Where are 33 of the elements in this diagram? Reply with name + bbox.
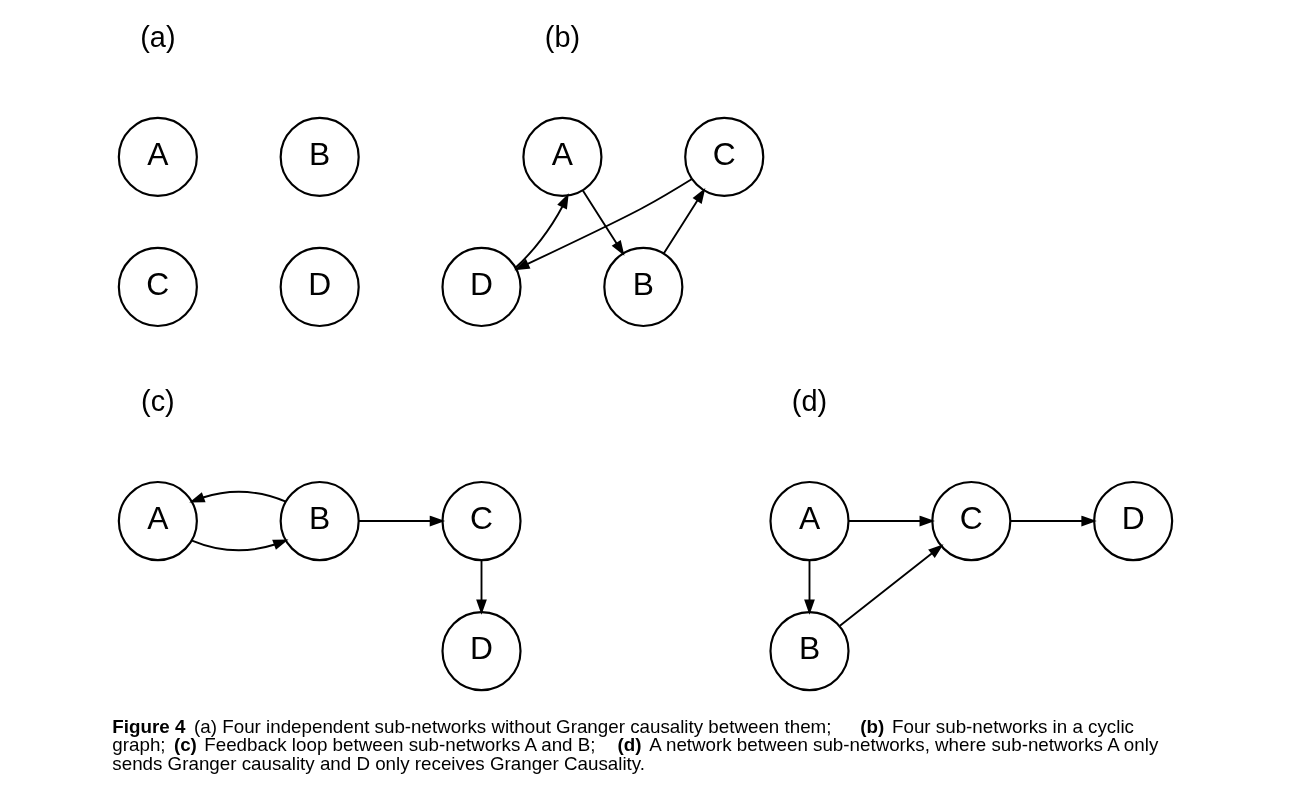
arrow [1009,515,1097,527]
node-circle: D [441,246,522,328]
arrow [662,188,706,255]
node-circle: C [931,480,1012,562]
node-circle: D [1093,480,1174,562]
label: (d) [791,385,828,418]
node-circle: C [117,246,198,328]
arrow [514,178,693,271]
arrow [357,515,446,527]
arrow [847,515,935,527]
node-circle: B [769,610,850,692]
node-circle: C [684,116,765,198]
node-circle: A [117,116,198,198]
label: (c) [141,385,175,418]
arrow [839,544,944,627]
node-circle: B [279,480,360,562]
arrow [476,559,487,615]
arrow [189,490,287,503]
label: (b) [544,21,581,54]
node-circle: A [769,480,850,562]
node-circle: A [117,480,198,562]
caption: Figure 4 (a) Four independent sub-networks without Granger causality between them; (b) Four sub-networks in a cyclic graph; (c) Feedback loop between sub-networks A and B; (d) A network between sub-networks, where sub-networks A only sends Granger causality and D only receives Granger Causality. [112,715,1159,775]
arrow [581,189,625,256]
node-circle: C [441,480,522,562]
node-circle: A [522,116,603,198]
arrow [804,559,815,615]
node-circle: D [441,610,522,692]
node-circle: B [279,116,360,198]
node-circle: D [279,246,360,328]
arrow [191,539,289,552]
node-circle: B [603,246,684,328]
arrow [514,193,569,269]
label: (a) [140,21,176,54]
